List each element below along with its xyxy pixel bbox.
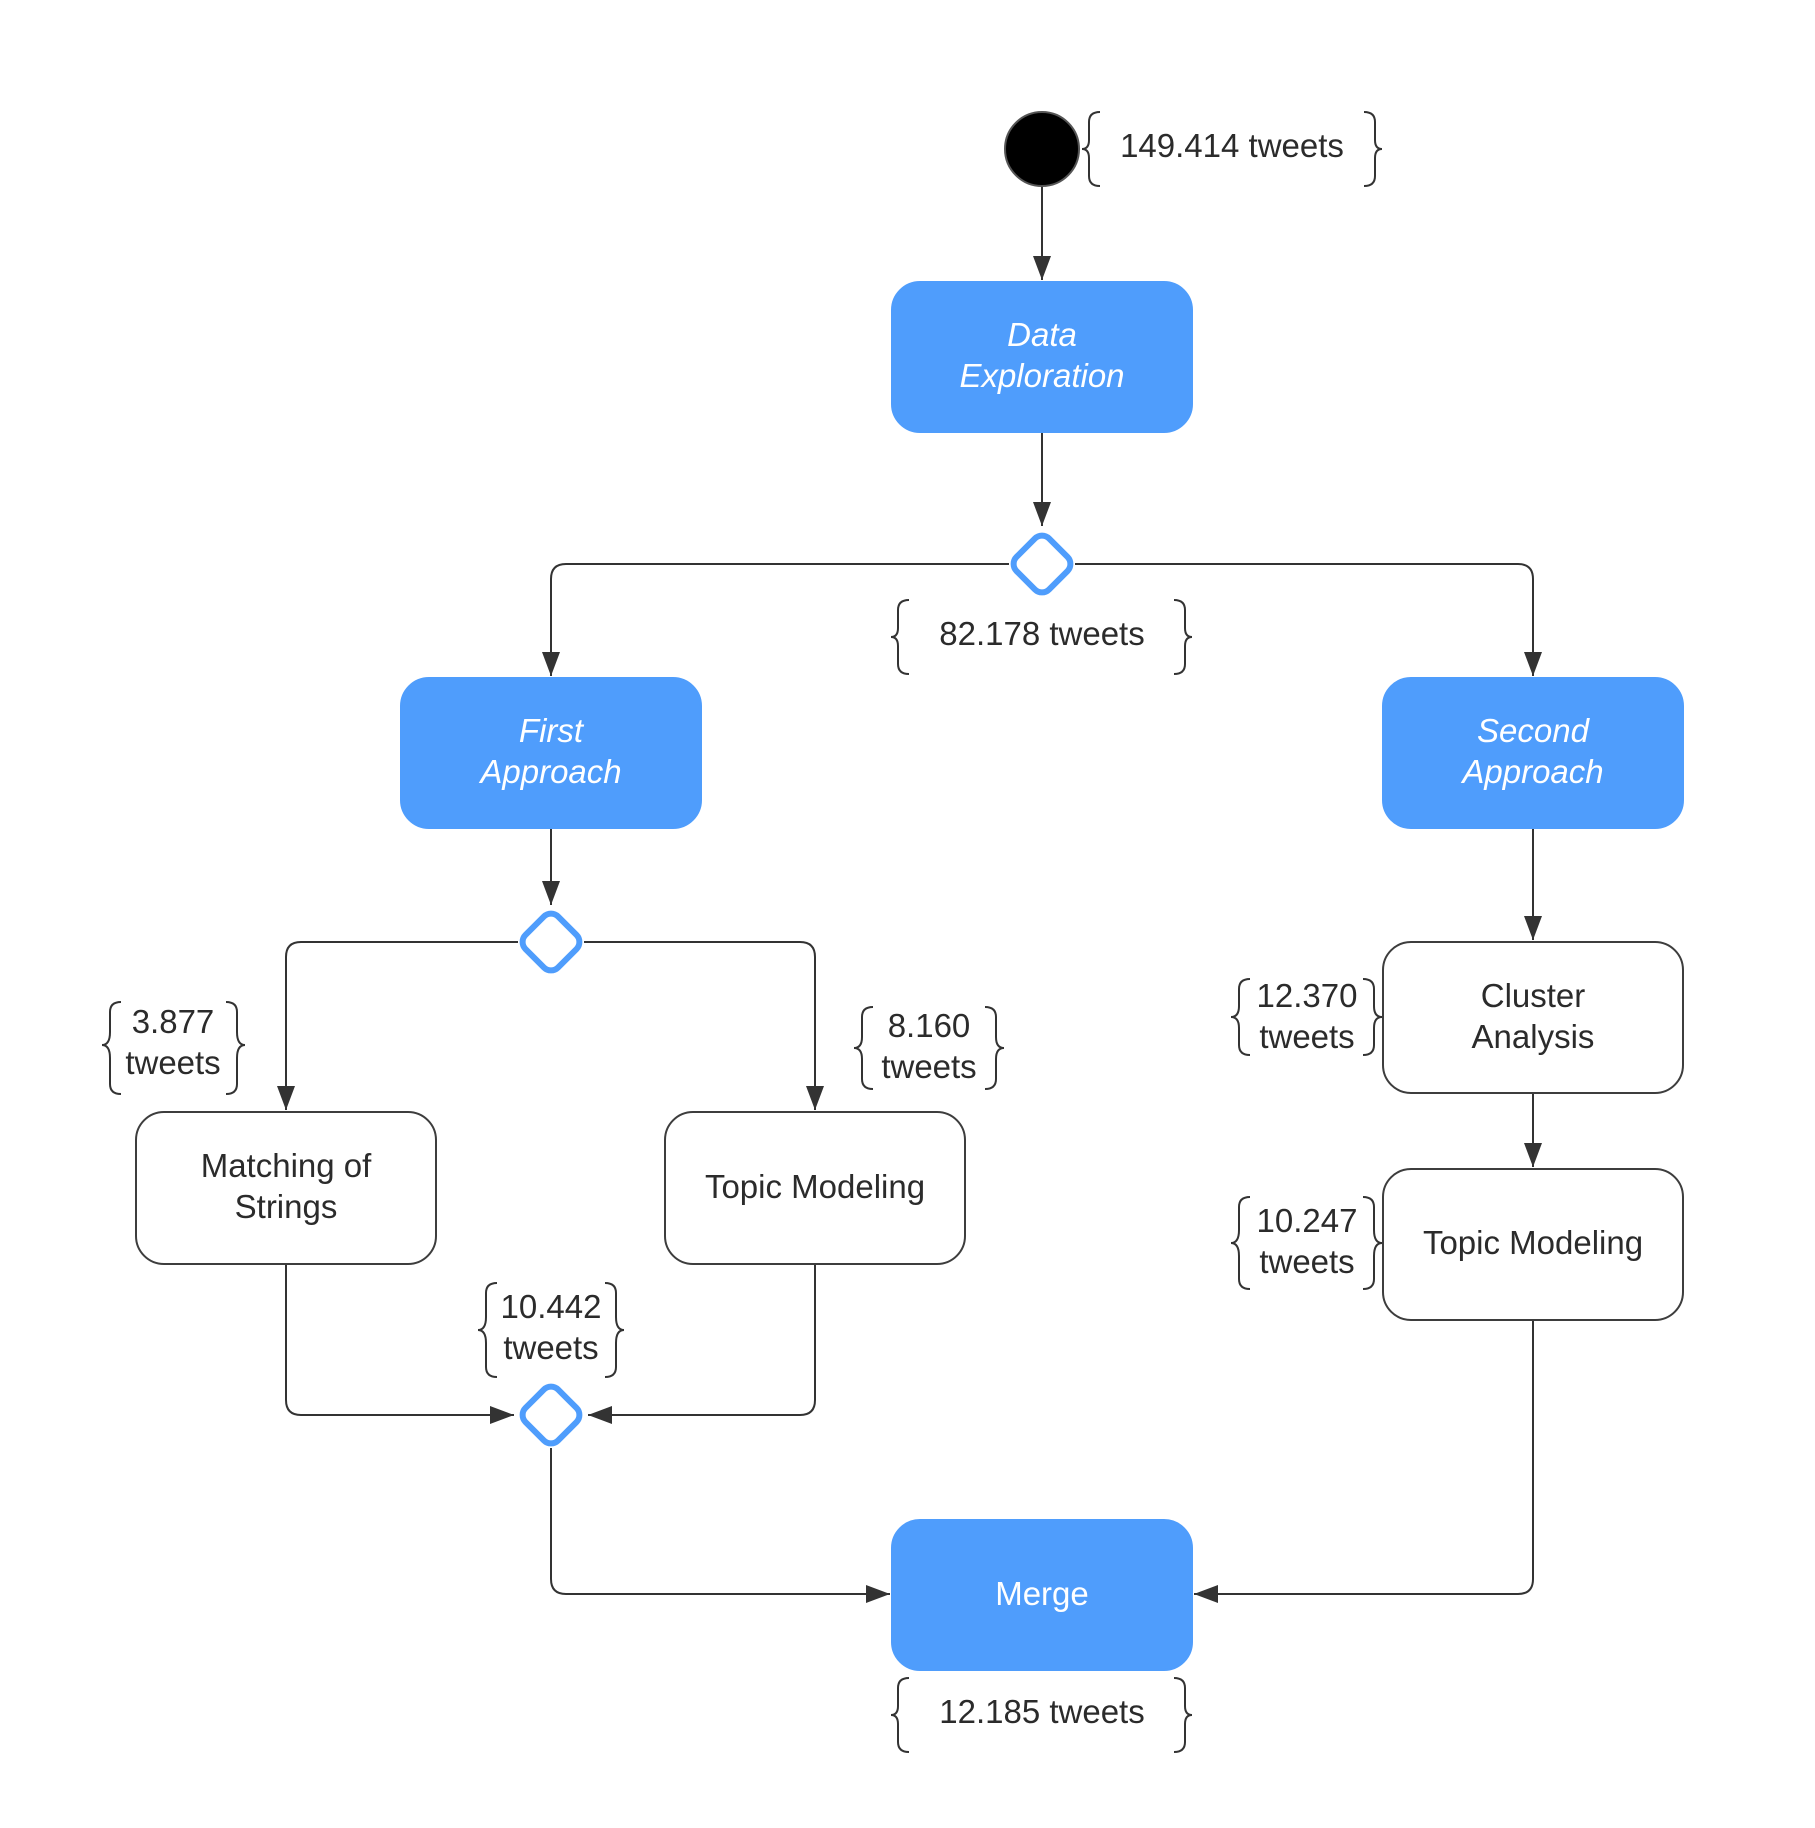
node-second-approach-line-2: Approach	[1460, 753, 1603, 790]
count-start-text: 149.414 tweets	[1120, 127, 1344, 164]
start-node	[1004, 111, 1080, 187]
brace-right	[604, 1282, 625, 1378]
node-merge-line-1: Merge	[995, 1575, 1089, 1612]
node-data-exploration-line-1: Data	[1007, 316, 1077, 353]
node-first-approach[interactable]: First Approach	[400, 677, 702, 829]
count-first-merge: 10.442 tweets	[477, 1282, 625, 1378]
brace-left	[101, 1001, 122, 1095]
brace-right	[1363, 111, 1383, 187]
edge-decision-to-first	[542, 563, 1009, 676]
node-topic-left-line-1: Topic Modeling	[705, 1168, 925, 1205]
decision-node-approach	[1010, 532, 1074, 596]
node-merge[interactable]: Merge	[891, 1519, 1193, 1671]
count-topic-left-line-1: 8.160	[888, 1007, 971, 1044]
node-first-approach-line-2: Approach	[478, 753, 621, 790]
count-first-merge-line-1: 10.442	[501, 1288, 602, 1325]
edges	[277, 186, 1542, 1603]
count-matching-line-1: 3.877	[132, 1003, 215, 1040]
node-cluster-analysis[interactable]: Cluster Analysis	[1382, 941, 1684, 1094]
node-first-approach-line-1: First	[519, 712, 585, 749]
node-topic-modeling-right[interactable]: Topic Modeling	[1382, 1168, 1684, 1321]
decision-nodes	[519, 532, 1074, 1447]
edge-join-to-merge	[550, 1448, 890, 1603]
brace-right	[225, 1001, 246, 1095]
decision-node-join	[519, 1383, 583, 1447]
brace-left	[890, 599, 910, 675]
node-second-approach-line-1: Second	[1477, 712, 1591, 749]
count-topic-left: 8.160 tweets	[853, 1006, 1005, 1090]
node-topic-modeling-left[interactable]: Topic Modeling	[664, 1111, 966, 1265]
brace-right	[1173, 599, 1193, 675]
node-cluster-line-2: Analysis	[1472, 1018, 1595, 1055]
brace-right	[984, 1006, 1005, 1090]
count-after-exploration: 82.178 tweets	[890, 599, 1193, 675]
count-topic-right: 10.247 tweets	[1230, 1196, 1383, 1290]
count-matching-line-2: tweets	[125, 1044, 220, 1081]
edge-topic-right-to-merge	[1194, 1320, 1534, 1603]
brace-left	[477, 1282, 498, 1378]
node-second-approach[interactable]: Second Approach	[1382, 677, 1684, 829]
decision-node-first	[519, 910, 583, 974]
node-data-exploration[interactable]: Data Exploration	[891, 281, 1193, 433]
count-topic-right-line-1: 10.247	[1257, 1202, 1358, 1239]
brace-left	[853, 1006, 874, 1090]
count-topic-left-line-2: tweets	[881, 1048, 976, 1085]
node-matching-line-1: Matching of	[201, 1147, 372, 1184]
edge-topic-left-to-join	[588, 1264, 816, 1424]
count-start: 149.414 tweets	[1081, 111, 1383, 187]
count-cluster: 12.370 tweets	[1230, 977, 1383, 1056]
brace-left	[890, 1677, 910, 1753]
node-data-exploration-line-2: Exploration	[959, 357, 1124, 394]
brace-left	[1230, 978, 1251, 1056]
brace-left	[1081, 111, 1101, 187]
edge-decision-to-topic-left	[584, 941, 824, 1110]
edge-decision-to-second	[1075, 563, 1542, 676]
count-cluster-line-2: tweets	[1259, 1018, 1354, 1055]
count-final: 12.185 tweets	[890, 1677, 1193, 1753]
edge-decision-to-matching	[277, 941, 518, 1110]
count-final-text: 12.185 tweets	[939, 1693, 1144, 1730]
node-cluster-line-1: Cluster	[1481, 977, 1586, 1014]
count-after-exploration-text: 82.178 tweets	[939, 615, 1144, 652]
count-matching: 3.877 tweets	[101, 1001, 246, 1095]
brace-right	[1173, 1677, 1193, 1753]
node-matching-of-strings[interactable]: Matching of Strings	[135, 1111, 437, 1265]
edge-matching-to-join	[285, 1264, 514, 1424]
node-topic-right-line-1: Topic Modeling	[1423, 1224, 1643, 1261]
brace-left	[1230, 1196, 1251, 1290]
count-first-merge-line-2: tweets	[503, 1329, 598, 1366]
count-cluster-line-1: 12.370	[1257, 977, 1358, 1014]
node-matching-line-2: Strings	[235, 1188, 338, 1225]
brace-right	[1362, 1196, 1383, 1290]
count-topic-right-line-2: tweets	[1259, 1243, 1354, 1280]
brace-right	[1362, 978, 1383, 1056]
